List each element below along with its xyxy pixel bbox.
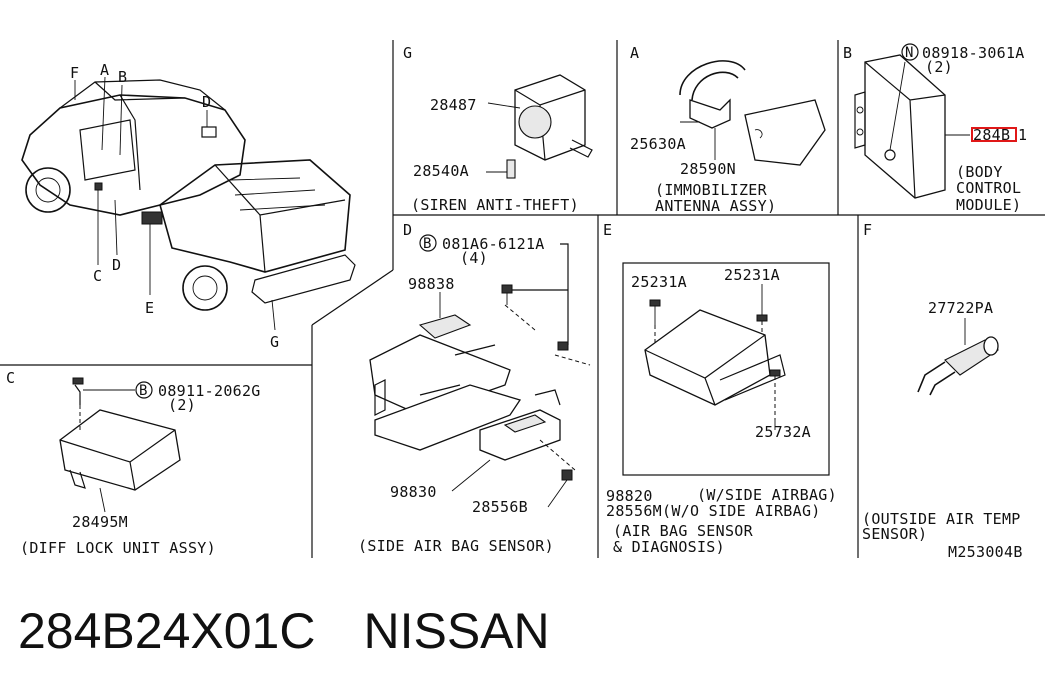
bolt-qty-2: (2) — [925, 58, 953, 76]
part-98838: 98838 — [408, 275, 455, 293]
part-25732A: 25732A — [755, 423, 811, 441]
section-F: F 27722PA (OUTSIDE AIR TEMP SENSOR) M253… — [862, 221, 1023, 561]
section-B: B N 08918-3061A (2) 284B 1 (BODY CONTROL… — [843, 43, 1027, 214]
part-25630A: 25630A — [630, 135, 686, 153]
bolt-part-081A6-6121A: 081A6-6121A — [442, 235, 545, 253]
callout-D-upper: D — [202, 93, 211, 111]
part-284B-highlight: 284B — [973, 126, 1010, 144]
section-letter-C: C — [6, 369, 15, 387]
truck-overview — [21, 79, 356, 311]
diagram-ref-M253004B: M253004B — [948, 543, 1023, 561]
brand-name: NISSAN — [363, 603, 550, 659]
part-98830: 98830 — [390, 483, 437, 501]
part-suffix: 1 — [1018, 126, 1027, 144]
part-98820: 98820 — [606, 487, 653, 505]
caption-immobilizer-2: ANTENNA ASSY) — [655, 197, 776, 215]
bolt-part-08918-3061A: 08918-3061A — [922, 44, 1025, 62]
section-D: D B 081A6-6121A (4) 98838 98830 28556B (… — [358, 221, 591, 555]
section-G: G 28487 28540A (SIREN ANTI-THEFT) — [403, 44, 593, 214]
bolt-part-08911-2062G: 08911-2062G — [158, 382, 261, 400]
section-letter-G: G — [403, 44, 412, 62]
exploded-parts-diagram: F A B D C D E G G 28487 28540A (SIREN AN… — [0, 40, 1045, 561]
part-28487: 28487 — [430, 96, 477, 114]
part-28495M: 28495M — [72, 513, 128, 531]
section-letter-F: F — [863, 221, 872, 239]
bolt-symbol-B-C: B — [139, 383, 147, 399]
section-letter-A: A — [630, 44, 639, 62]
caption-bcm-2: CONTROL — [956, 179, 1021, 197]
inset-frame — [622, 262, 830, 476]
bolt-symbol-circle — [901, 43, 919, 61]
section-C: C B 08911-2062G (2) 28495M (DIFF LOCK UN… — [6, 369, 261, 557]
part-28590N: 28590N — [680, 160, 736, 178]
callout-G: G — [270, 333, 279, 351]
caption-air-bag-1: (AIR BAG SENSOR — [613, 522, 754, 540]
caption-immobilizer-1: (IMMOBILIZER — [655, 181, 768, 199]
section-letter-E: E — [603, 221, 612, 239]
callout-F: F — [70, 64, 79, 82]
bolt-symbol-N: N — [905, 45, 913, 61]
part-footer: 284B24X01C NISSAN — [18, 596, 550, 666]
part-28540A: 28540A — [413, 162, 469, 180]
caption-air-bag-2: & DIAGNOSIS) — [613, 538, 725, 556]
callout-D-lower: D — [112, 256, 121, 274]
caption-diff-lock: (DIFF LOCK UNIT ASSY) — [20, 539, 216, 557]
caption-outside-air-1: (OUTSIDE AIR TEMP — [862, 510, 1021, 528]
part-25231A-left: 25231A — [631, 273, 687, 291]
caption-bcm-1: (BODY — [956, 163, 1003, 181]
section-letter-D: D — [403, 221, 412, 239]
caption-siren-anti-theft: (SIREN ANTI-THEFT) — [411, 196, 579, 214]
part-number: 284B24X01C — [18, 603, 316, 659]
part-28556M-note: 28556M(W/O SIDE AIRBAG) — [606, 502, 821, 520]
section-A: A 25630A 28590N (IMMOBILIZER ANTENNA ASS… — [630, 44, 826, 215]
part-28556B: 28556B — [472, 498, 528, 516]
callout-B: B — [118, 68, 127, 86]
caption-bcm-3: MODULE) — [956, 196, 1021, 214]
caption-outside-air-2: SENSOR) — [862, 525, 927, 543]
part-27722PA: 27722PA — [928, 299, 993, 317]
highlight-box — [971, 127, 1017, 142]
caption-side-air-bag: (SIDE AIR BAG SENSOR) — [358, 537, 554, 555]
bolt-qty-C: (2) — [168, 396, 196, 414]
truck-callouts: F A B D C D E G — [70, 61, 279, 351]
callout-A: A — [100, 61, 109, 79]
section-E: E 25231A 25231A 25732A 98820 (W/SIDE AIR… — [603, 221, 837, 556]
part-25231A-right: 25231A — [724, 266, 780, 284]
bolt-symbol-B-D: B — [423, 236, 431, 252]
section-letter-B: B — [843, 44, 852, 62]
note-with-side-airbag: (W/SIDE AIRBAG) — [697, 486, 837, 504]
section-dividers — [0, 40, 1045, 558]
callout-C: C — [93, 267, 102, 285]
bolt-qty-D: (4) — [460, 249, 488, 267]
callout-E: E — [145, 299, 154, 317]
